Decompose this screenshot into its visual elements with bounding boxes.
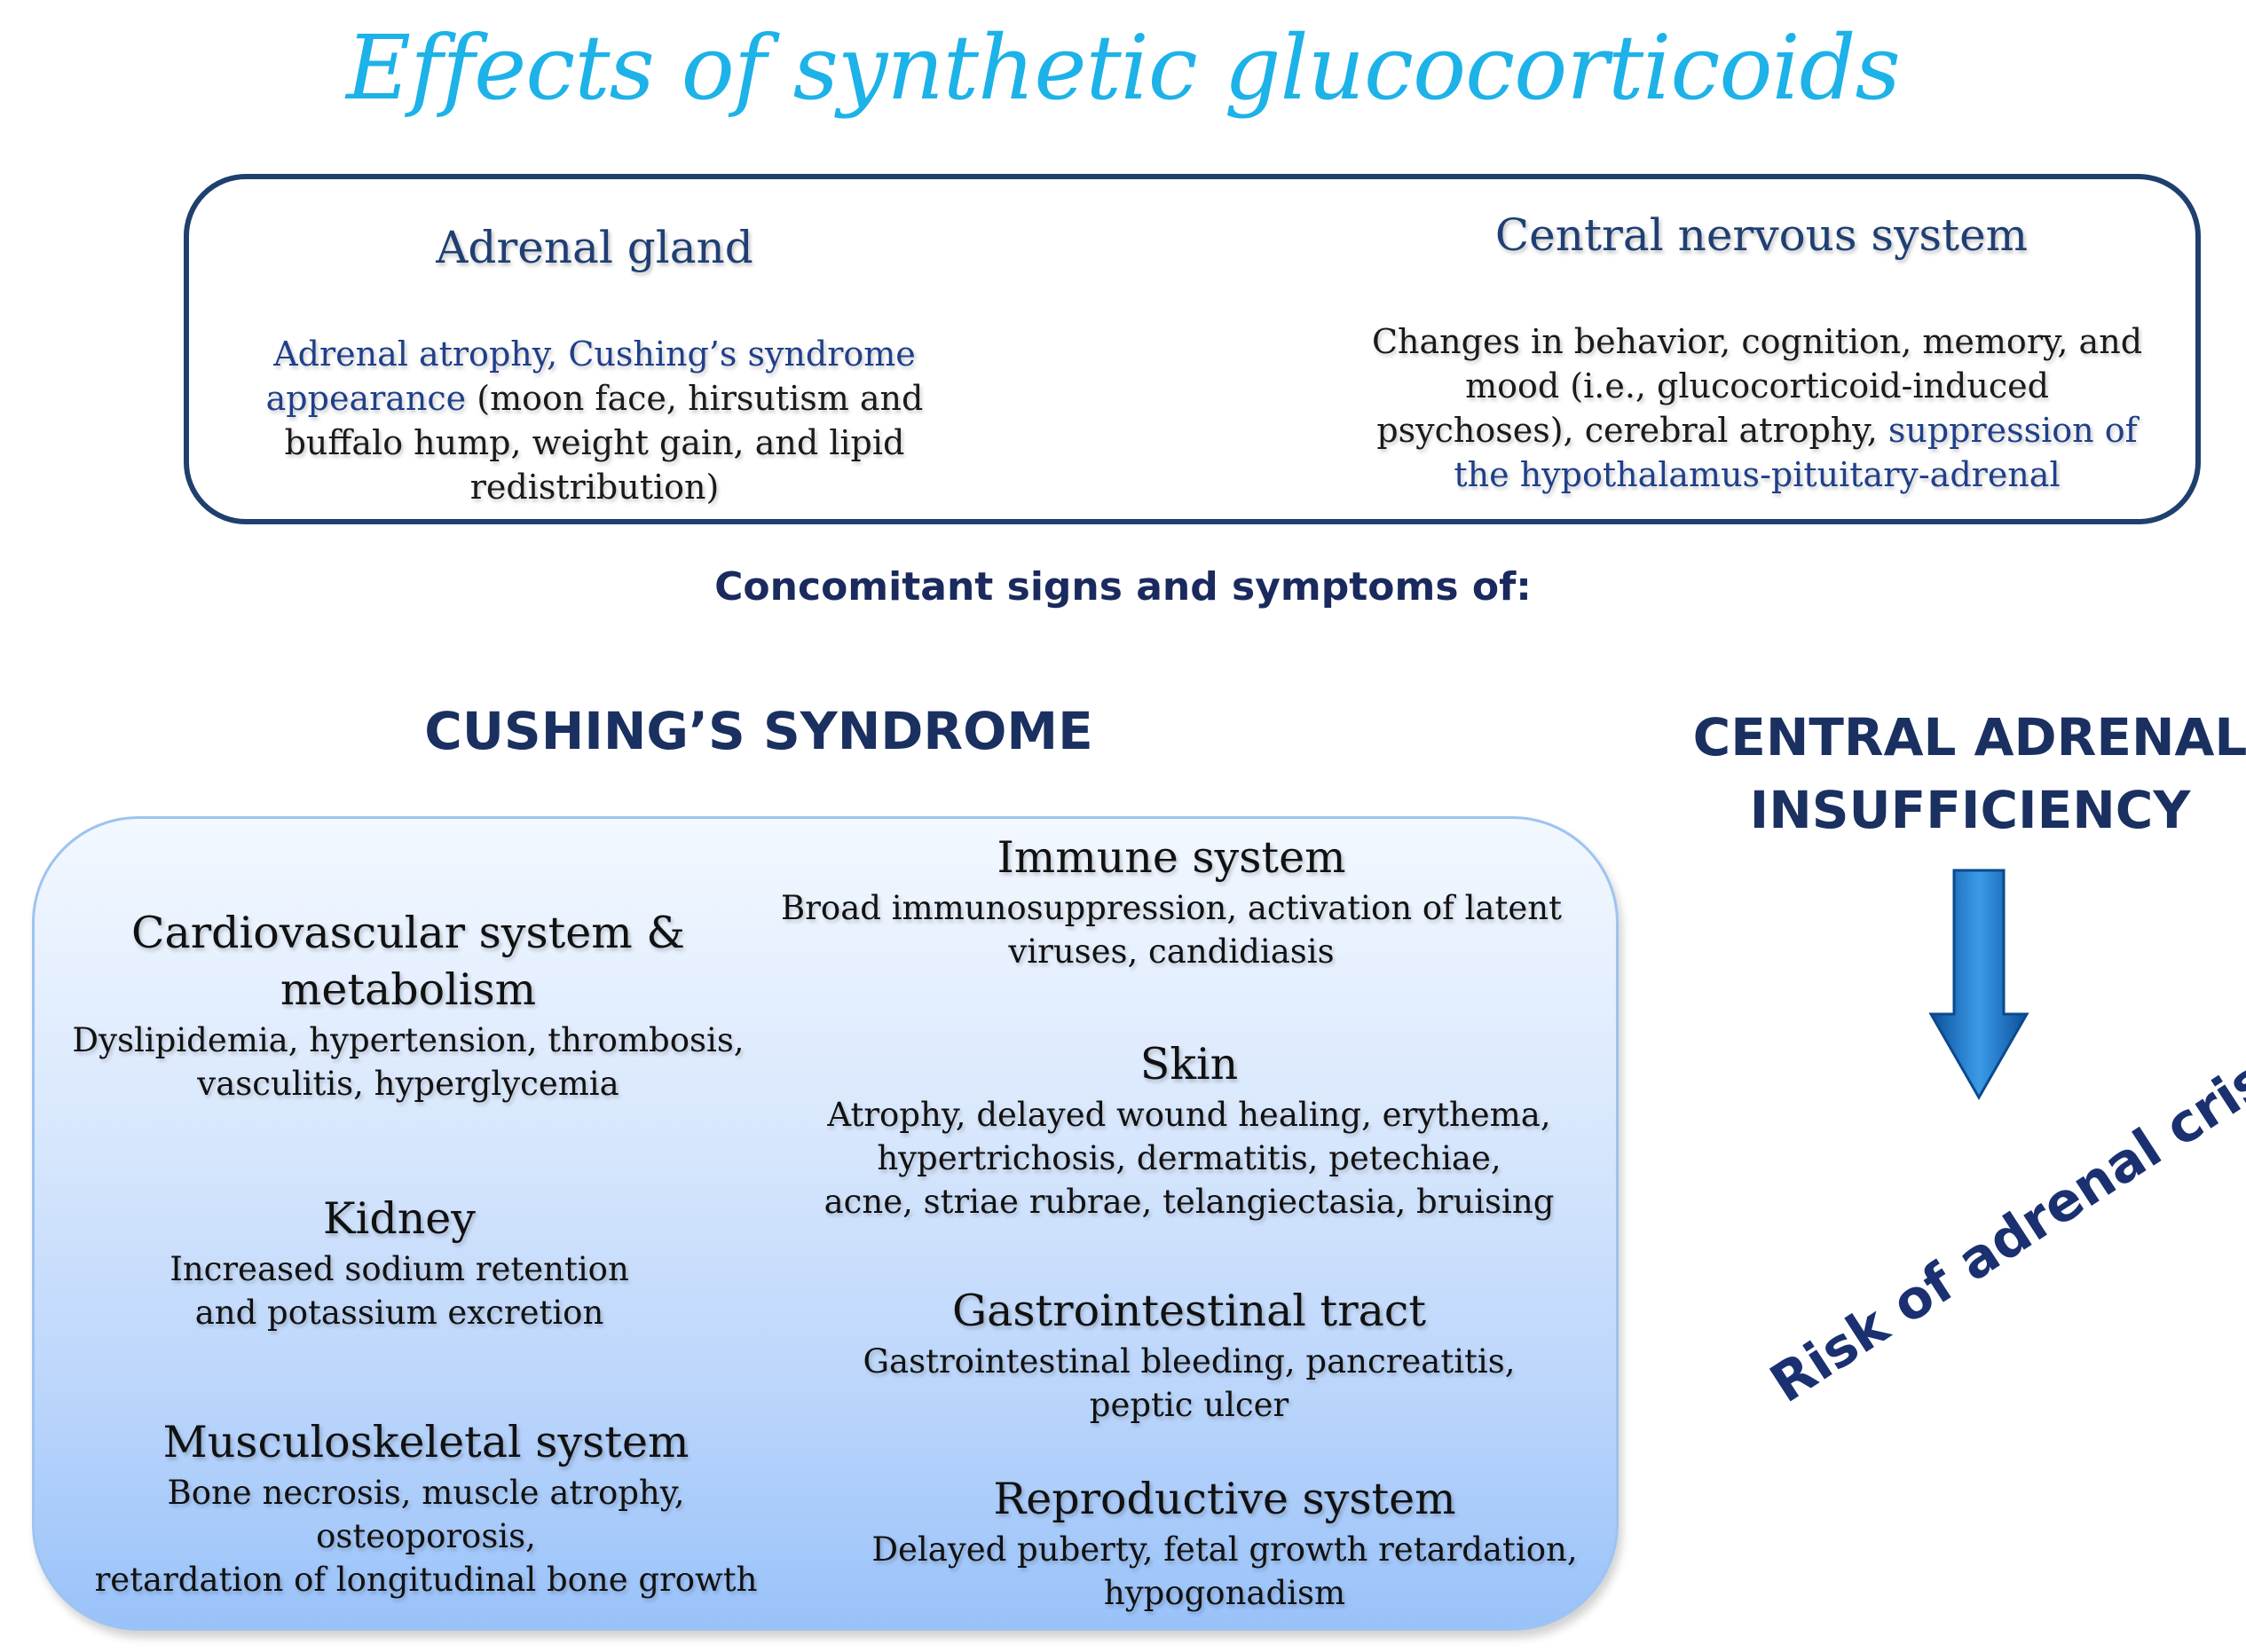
immune-section: Immune system Broad immunosuppression, a…: [772, 830, 1571, 973]
diagram-title: Effects of synthetic glucocorticoids: [346, 16, 1901, 120]
central-title-line-1: CENTRAL ADRENAL: [1692, 707, 2246, 767]
central-adrenal-insufficiency-title: CENTRAL ADRENAL INSUFFICIENCY: [1686, 701, 2246, 846]
cns-line-3-black: psychoses), cerebral atrophy,: [1376, 411, 1888, 450]
cardio-body-line-1: Dyslipidemia, hypertension, thrombosis,: [72, 1021, 745, 1059]
cushing-syndrome-title: CUSHING’S SYNDROME: [424, 701, 1093, 761]
skin-section: Skin Atrophy, delayed wound healing, ery…: [799, 1036, 1580, 1223]
reproductive-body-line-2: hypogonadism: [1103, 1574, 1346, 1612]
adrenal-gland-heading: Adrenal gland: [436, 222, 753, 273]
cardio-body-line-2: vasculitis, hyperglycemia: [197, 1065, 619, 1103]
adrenal-line-3: buffalo hump, weight gain, and lipid: [284, 423, 905, 462]
immune-body-line-1: Broad immunosuppression, activation of l…: [781, 889, 1562, 927]
kidney-body-line-1: Increased sodium retention: [169, 1250, 629, 1288]
skin-body-line-1: Atrophy, delayed wound healing, erythema…: [827, 1096, 1551, 1134]
adrenal-gland-text: Adrenal atrophy, Cushing’s syndrome appe…: [222, 332, 967, 509]
immune-heading: Immune system: [997, 832, 1346, 883]
musculoskeletal-body-line-2: retardation of longitudinal bone growth: [94, 1561, 758, 1599]
cns-heading: Central nervous system: [1494, 209, 2029, 261]
immune-body-line-2: viruses, candidiasis: [1008, 932, 1335, 971]
cardio-heading-line-1: Cardiovascular system &: [131, 908, 685, 958]
adrenal-blue-line-2: appearance: [265, 379, 467, 418]
adrenal-blue-line-1: Adrenal atrophy, Cushing’s syndrome: [273, 334, 916, 374]
cushing-syndrome-box: [32, 816, 1619, 1631]
gastrointestinal-heading: Gastrointestinal tract: [951, 1286, 1427, 1336]
central-title-line-2: INSUFFICIENCY: [1749, 780, 2191, 840]
adrenal-line-4: redistribution): [469, 468, 720, 507]
musculoskeletal-heading: Musculoskeletal system: [162, 1417, 690, 1467]
gastrointestinal-body-line-1: Gastrointestinal bleeding, pancreatitis,: [863, 1342, 1516, 1381]
cns-line-1: Changes in behavior, cognition, memory, …: [1371, 322, 2143, 361]
skin-body-line-3: acne, striae rubrae, telangiectasia, bru…: [824, 1183, 1555, 1221]
cns-line-2: mood (i.e., glucocorticoid-induced: [1465, 366, 2049, 405]
musculoskeletal-section: Musculoskeletal system Bone necrosis, mu…: [53, 1414, 799, 1601]
concomitant-label: Concomitant signs and symptoms of:: [714, 564, 1532, 610]
cardio-heading-line-2: metabolism: [280, 964, 537, 1015]
cns-line-3-blue: suppression of: [1887, 411, 2138, 450]
down-arrow-icon: [1928, 869, 2029, 1101]
cardio-section: Cardiovascular system & metabolism Dysli…: [53, 905, 763, 1105]
reproductive-section: Reproductive system Delayed puberty, fet…: [852, 1471, 1597, 1615]
reproductive-heading: Reproductive system: [993, 1474, 1456, 1524]
cns-line-4-blue: the hypothalamus-pituitary-adrenal: [1454, 455, 2061, 494]
gastrointestinal-section: Gastrointestinal tract Gastrointestinal …: [834, 1283, 1544, 1427]
musculoskeletal-body-line-1: Bone necrosis, muscle atrophy, osteoporo…: [167, 1474, 685, 1555]
adrenal-black-line-2: (moon face, hirsutism and: [466, 379, 924, 418]
skin-body-line-2: hypertrichosis, dermatitis, petechiae,: [877, 1139, 1501, 1177]
cns-text: Changes in behavior, cognition, memory, …: [1313, 319, 2201, 497]
reproductive-body-line-1: Delayed puberty, fetal growth retardatio…: [871, 1530, 1578, 1569]
top-effects-box: [184, 174, 2201, 524]
kidney-body-line-2: and potassium excretion: [194, 1294, 604, 1332]
skin-heading: Skin: [1139, 1039, 1239, 1090]
kidney-section: Kidney Increased sodium retention and po…: [53, 1191, 745, 1334]
gastrointestinal-body-line-2: peptic ulcer: [1089, 1386, 1289, 1424]
kidney-heading: Kidney: [323, 1193, 476, 1244]
